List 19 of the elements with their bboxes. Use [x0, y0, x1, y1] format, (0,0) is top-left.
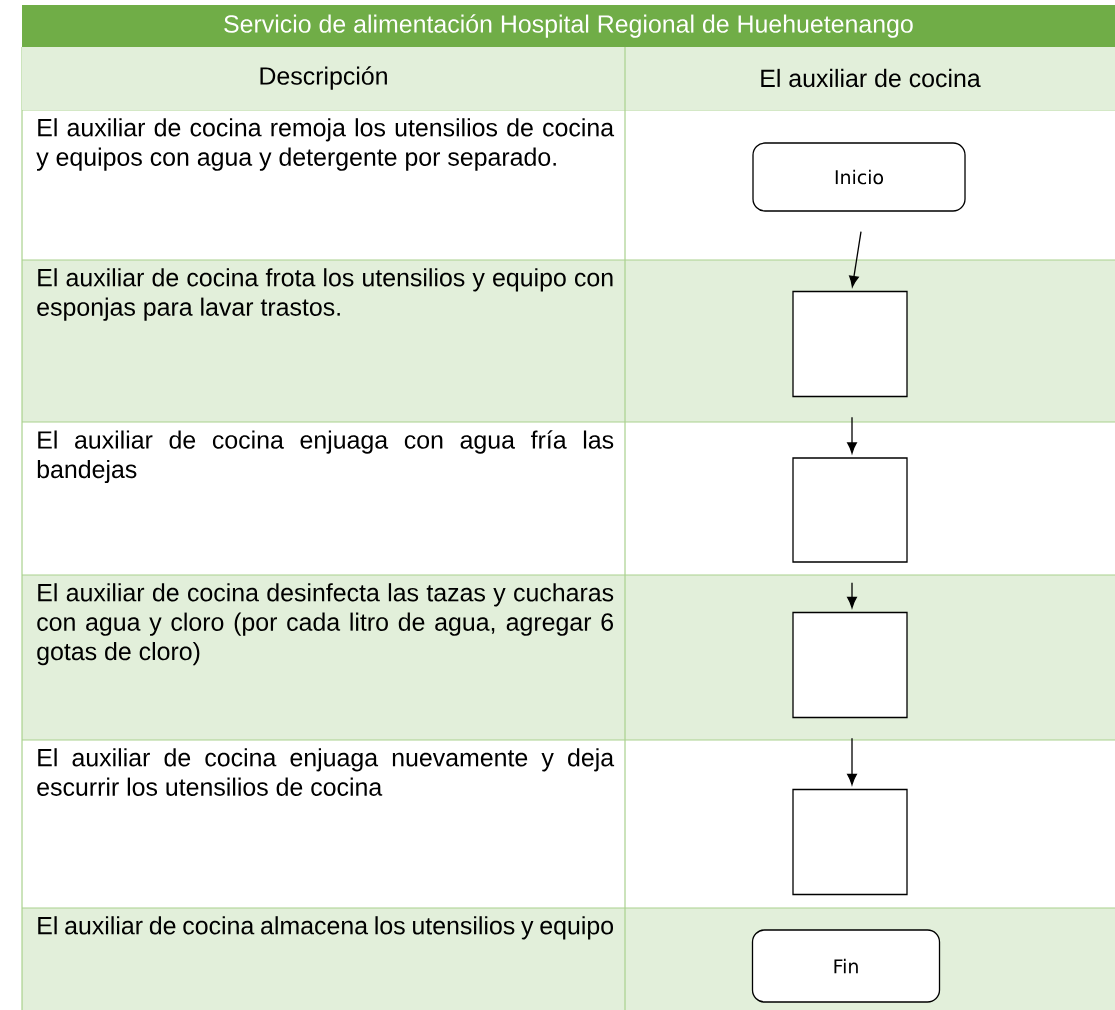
title-bar: Servicio de alimentación Hospital Regional de Huehuetenango: [22, 5, 1115, 47]
process-box: [792, 290, 908, 398]
description-text: El auxiliar de cocina enjuaga con agua fría las bandejas: [37, 430, 614, 484]
description-text: El auxiliar de cocina remoja los utensilios de cocina y equipos con agua y detergente por separado.: [36, 118, 615, 171]
terminal-box: Fin: [751, 929, 941, 1003]
description-text: El auxiliar de cocina frota los utensilios y equipo con esponjas para lavar trastos.: [37, 268, 613, 321]
description-text: El auxiliar de cocina almacena los utensilios y equipo: [38, 916, 614, 940]
arrow: [847, 737, 857, 786]
arrow: [847, 416, 857, 454]
terminal-box: Inicio: [752, 142, 966, 212]
process-box: [792, 457, 908, 563]
process-box: [792, 611, 908, 719]
process-box: [792, 788, 908, 896]
arrow: [847, 582, 857, 609]
header-cell: Descripción: [22, 47, 625, 110]
arrow: [849, 231, 862, 288]
description-text: El auxiliar de cocina enjuaga nuevamente y deja escurrir los utensilios de cocina: [37, 748, 615, 796]
header-cell: El auxiliar de cocina: [625, 47, 1115, 110]
description-text: El auxiliar de cocina desinfecta las tazas y cucharas con agua y cloro (por cada litro de agua, agregar 6 gotas de cloro): [37, 583, 614, 666]
